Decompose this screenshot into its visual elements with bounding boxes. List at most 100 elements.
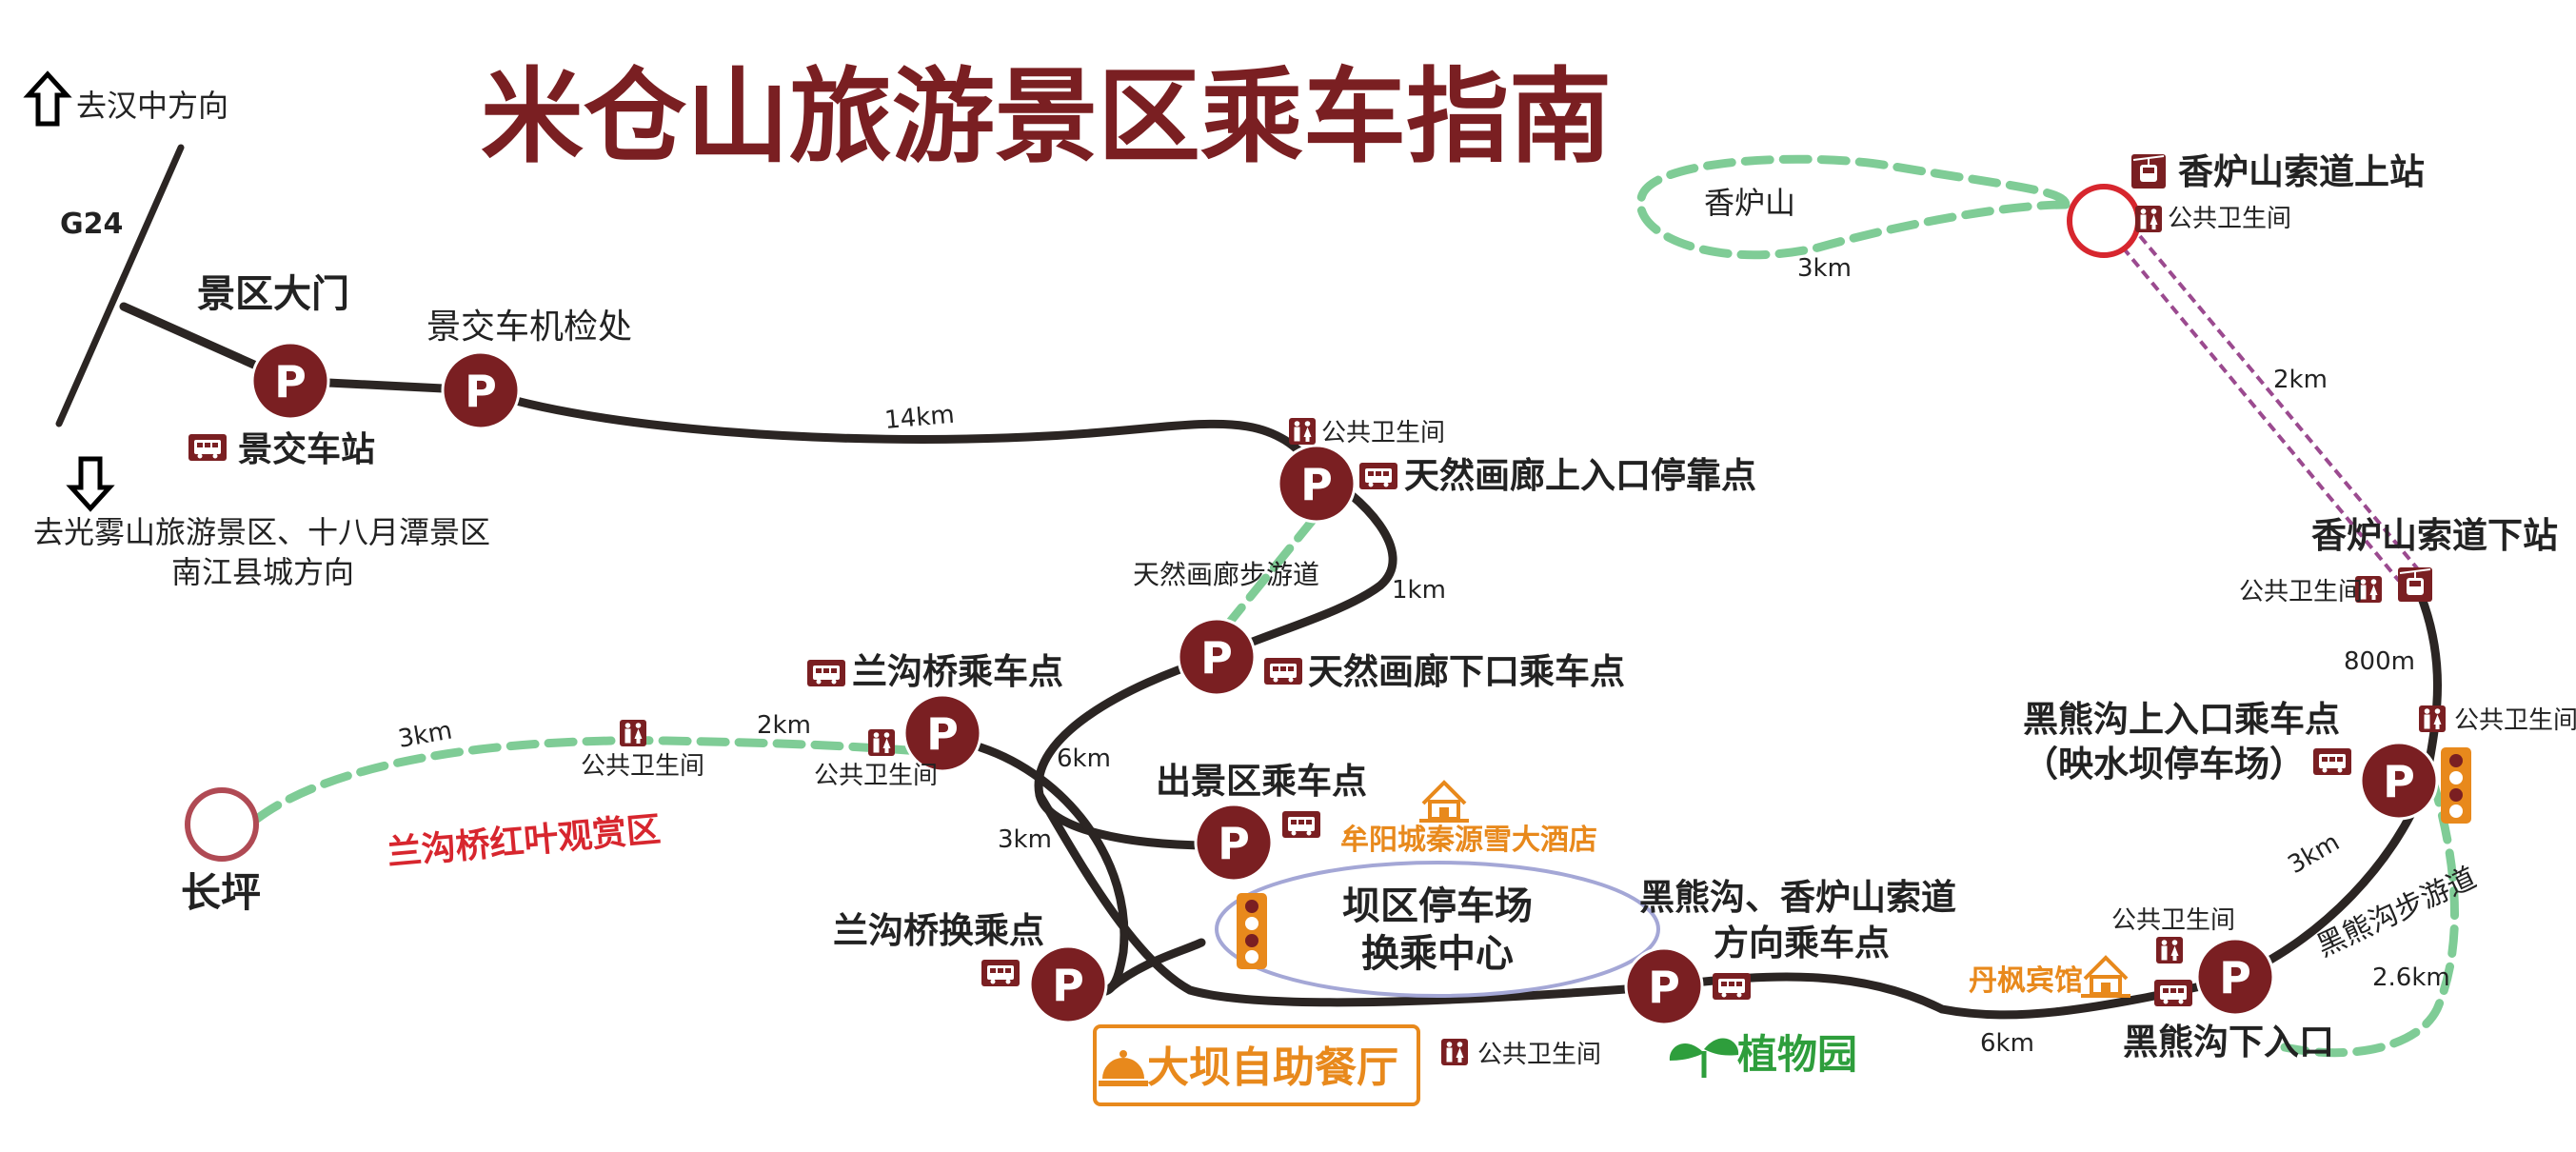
snack-street-sign	[1237, 893, 1267, 969]
hanzhong-direction: 去汉中方向	[76, 88, 228, 124]
cable-car-icon	[2397, 566, 2433, 603]
toilet-icon	[2156, 937, 2183, 963]
bus-icon	[2313, 748, 2351, 775]
buffet-sign-box[interactable]	[1093, 1024, 1420, 1106]
langou-bridge-label: 兰沟桥乘车点	[852, 651, 1063, 692]
distance-1km: 1km	[1392, 576, 1446, 605]
parking-marker-gallery-lower[interactable]: P	[1177, 617, 1257, 697]
parking-icon: P	[1200, 632, 1233, 684]
black-bear-line2: 方向乘车点	[1714, 923, 1890, 963]
parking-marker-exit-stop[interactable]: P	[1194, 803, 1274, 883]
distance-2km-a: 2km	[757, 711, 811, 740]
langou-transfer-label: 兰沟桥换乘点	[833, 910, 1044, 951]
bbg-lower-toilet-label: 公共卫生间	[2111, 906, 2235, 935]
bus-icon	[188, 434, 227, 461]
cable-upper-station[interactable]	[2067, 184, 2141, 258]
distance-14km: 14km	[883, 401, 956, 435]
bus-icon	[1282, 811, 1320, 838]
parking-marker-black-bear[interactable]: P	[1624, 946, 1704, 1026]
langou-toilet-label-2: 公共卫生间	[814, 762, 938, 790]
parking-icon: P	[465, 366, 497, 417]
distance-2.6km: 2.6km	[2372, 963, 2450, 992]
danfeng-label: 丹枫宾馆	[1969, 964, 2083, 998]
restaurant-icon	[1099, 1050, 1148, 1086]
cable-lower-label: 香炉山索道下站	[2311, 515, 2558, 556]
cable-upper-label: 香炉山索道上站	[2178, 151, 2425, 192]
hotel-icon	[2079, 956, 2132, 998]
distance-3km-a: 3km	[998, 825, 1052, 854]
parking-marker-langou-transfer[interactable]: P	[1028, 944, 1108, 1024]
vehicle-check-label: 景交车机检处	[426, 308, 632, 347]
bus-icon	[1264, 658, 1302, 685]
distance-800m: 800m	[2344, 647, 2415, 676]
bus-icon	[1713, 973, 1751, 1000]
cable-lower-toilet-label: 公共卫生间	[2239, 578, 2363, 606]
guangwu-direction-line2: 南江县城方向	[171, 554, 354, 590]
langou-toilet-label-1: 公共卫生间	[581, 752, 704, 781]
parking-marker-bbg-lower[interactable]: P	[2195, 937, 2275, 1017]
bus-icon	[807, 660, 845, 686]
shuttle-station-label: 景交车站	[238, 429, 375, 469]
gallery-walkway-label: 天然画廊步游道	[1133, 559, 1319, 590]
down-arrow-icon	[66, 456, 115, 512]
bus-icon	[1359, 463, 1397, 489]
gallery-lower-label: 天然画廊下口乘车点	[1308, 651, 1625, 692]
distance-3km-c: 3km	[1797, 254, 1852, 283]
bus-icon	[981, 960, 1020, 986]
parking-marker-bbg-upper[interactable]: P	[2359, 741, 2439, 821]
parking-marker-langou-bridge[interactable]: P	[902, 693, 982, 773]
dam-parking-area	[1215, 861, 1660, 998]
black-bear-line1: 黑熊沟、香炉山索道	[1639, 877, 1956, 918]
bbg-lower-label: 黑熊沟下入口	[2123, 1022, 2334, 1063]
parking-icon: P	[1648, 962, 1680, 1013]
toilet-icon	[2419, 705, 2446, 732]
dam-parking-line2: 换乘中心	[1361, 932, 1514, 976]
distance-2km-b: 2km	[2273, 366, 2328, 394]
parking-icon: P	[1300, 459, 1333, 510]
xianglu-label: 香炉山	[1704, 185, 1795, 221]
up-arrow-icon	[23, 70, 72, 127]
bbg-upper-toilet-label: 公共卫生间	[2454, 706, 2576, 735]
toilet-icon	[2135, 206, 2162, 232]
gallery-upper-toilet-label: 公共卫生间	[1321, 419, 1445, 447]
plant-icon	[1669, 1038, 1739, 1078]
dam-parking-line1: 坝区停车场	[1342, 884, 1533, 928]
parking-icon: P	[2219, 952, 2251, 1003]
buffet-label: 大坝自助餐厅	[1147, 1043, 1398, 1092]
snack-street-sign	[2441, 747, 2471, 824]
main-gate-label: 景区大门	[197, 272, 349, 316]
parking-icon: P	[926, 708, 959, 760]
bbg-upper-line1: 黑熊沟上入口乘车点	[2023, 699, 2340, 740]
cable-car-icon	[2130, 153, 2167, 189]
bus-icon	[2154, 980, 2192, 1006]
toilet-icon	[1289, 418, 1316, 445]
distance-3km-d: 3km	[2284, 828, 2345, 880]
distance-3km-b: 3km	[396, 716, 454, 753]
red-leaf-label: 兰沟桥红叶观赏区	[386, 810, 662, 873]
parking-marker-vehicle-check[interactable]: P	[441, 350, 521, 430]
distance-6km-a: 6km	[1057, 745, 1111, 773]
parking-icon: P	[274, 356, 307, 407]
bbg-upper-line2: （映水坝停车场）	[2023, 744, 2305, 785]
botanical-label: 植物园	[1737, 1031, 1857, 1078]
hotel-icon	[1417, 781, 1471, 823]
buffet-toilet-label: 公共卫生间	[1477, 1041, 1601, 1069]
toilet-icon	[1441, 1039, 1468, 1065]
g24-highway	[55, 144, 185, 427]
parking-icon: P	[1218, 818, 1250, 869]
distance-6km-b: 6km	[1980, 1029, 2034, 1058]
parking-icon: P	[1052, 960, 1084, 1011]
gallery-upper-label: 天然画廊上入口停靠点	[1404, 455, 1756, 496]
toilet-icon	[868, 729, 895, 756]
parking-marker-main-gate[interactable]: P	[250, 341, 330, 421]
changping-label: 长坪	[181, 869, 261, 916]
g24-label: G24	[60, 208, 123, 241]
parking-marker-gallery-upper[interactable]: P	[1277, 444, 1357, 524]
toilet-icon	[620, 720, 646, 746]
parking-icon: P	[2383, 756, 2415, 807]
cableway	[2121, 234, 2420, 583]
map-title: 米仓山旅游景区乘车指南	[481, 58, 1612, 177]
changping-station[interactable]	[185, 787, 259, 862]
hotel-moyang-label: 牟阳城秦源雪大酒店	[1340, 824, 1597, 857]
